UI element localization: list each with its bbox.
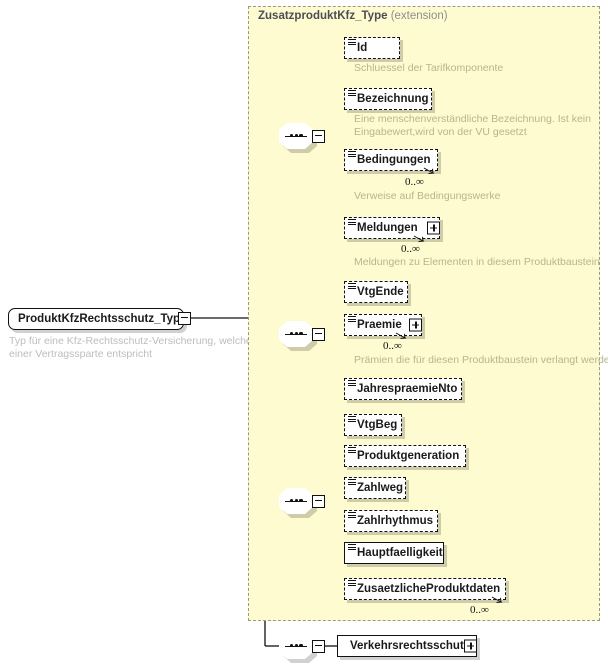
- sequence-collapse-toggle-1[interactable]: [312, 129, 325, 143]
- element-icon: [348, 512, 356, 520]
- element-label: Bezeichnung: [357, 93, 429, 105]
- element-annotation-meldungen: Meldungen zu Elementen in diesem Produkt…: [354, 256, 600, 268]
- element-icon: [348, 479, 356, 487]
- element-label: Produktgeneration: [357, 450, 460, 462]
- extension-type-name: ZusatzproduktKfz_Type: [258, 10, 388, 22]
- element-label: Praemie: [357, 319, 402, 331]
- element-label: Zahlweg: [357, 482, 404, 494]
- sequence-dots-icon: [285, 133, 307, 138]
- sequence-collapse-toggle-2[interactable]: [312, 327, 325, 341]
- element-icon: [348, 219, 356, 227]
- extension-kind-label: (extension): [390, 10, 448, 22]
- element-node-produktgeneration[interactable]: Produktgeneration: [344, 445, 466, 467]
- element-node-praemie[interactable]: Praemie: [344, 314, 423, 339]
- element-icon: [348, 90, 356, 98]
- element-node-vtgende[interactable]: VtgEnde: [344, 281, 408, 303]
- sequence-dots-icon: [285, 643, 307, 648]
- element-node-zahlweg[interactable]: Zahlweg: [344, 477, 406, 499]
- expand-toggle-praemie[interactable]: [409, 318, 423, 332]
- element-node-bezeichnung[interactable]: Bezeichnung: [344, 88, 432, 110]
- element-label: Verkehrsrechtsschutz: [350, 640, 470, 652]
- cardinality-zusaetzlicheproduktdaten: 0..∞: [470, 604, 489, 616]
- element-icon: [348, 39, 356, 47]
- element-annotation-bezeichnung: Eine menschenverständliche Bezeichnung. …: [354, 113, 591, 138]
- element-icon: [348, 283, 356, 291]
- element-annotation-id: Schluessel der Tarifkomponente: [354, 62, 504, 74]
- element-label: VtgBeg: [357, 419, 398, 431]
- expand-toggle-meldungen[interactable]: [427, 221, 441, 235]
- element-icon: [348, 544, 356, 552]
- element-label: ZusaetzlicheProduktdaten: [357, 583, 501, 595]
- element-label: Bedingungen: [357, 154, 431, 166]
- element-label: Hauptfaelligkeit: [357, 547, 443, 559]
- element-icon: [348, 416, 356, 424]
- element-node-zusaetzlicheproduktdaten[interactable]: ZusaetzlicheProduktdaten: [344, 578, 506, 603]
- sequence-dots-icon: [285, 331, 307, 336]
- element-icon: [348, 580, 356, 588]
- repeat-marker-icon: [491, 596, 503, 604]
- element-node-zahlrhythmus[interactable]: Zahlrhythmus: [344, 510, 438, 532]
- element-label: VtgEnde: [357, 286, 404, 298]
- element-node-id[interactable]: Id: [344, 37, 400, 59]
- element-icon: [348, 316, 356, 324]
- element-node-hauptfaelligkeit[interactable]: Hauptfaelligkeit: [344, 542, 444, 564]
- element-label: Id: [357, 42, 368, 54]
- sequence-compositor-4[interactable]: [279, 633, 325, 663]
- sequence-compositor-2[interactable]: [279, 321, 325, 351]
- root-collapse-toggle[interactable]: [178, 311, 191, 325]
- element-annotation-praemie: Prämien die für diesen Produktbaustein v…: [354, 354, 608, 366]
- extension-title: ZusatzproduktKfz_Type (extension): [258, 10, 448, 22]
- root-type-box[interactable]: ProduktKfzRechtsschutz_Type: [8, 308, 187, 330]
- element-node-bedingungen[interactable]: Bedingungen: [344, 149, 438, 174]
- element-node-verkehrsrechtsschutz[interactable]: Verkehrsrechtsschutz: [337, 635, 478, 657]
- sequence-collapse-toggle-4[interactable]: [312, 639, 325, 653]
- element-icon: [348, 447, 356, 455]
- element-label: Zahlrhythmus: [357, 515, 434, 527]
- root-annotation: Typ für eine Kfz-Rechtsschutz-Versicheru…: [9, 335, 258, 360]
- element-label: JahrespraemieNto: [357, 383, 458, 395]
- element-icon: [348, 380, 356, 388]
- cardinality-meldungen: 0..∞: [401, 243, 420, 255]
- element-node-vtgbeg[interactable]: VtgBeg: [344, 414, 402, 436]
- expand-toggle-verkehrsrechtsschutz[interactable]: [464, 639, 478, 653]
- element-annotation-bedingungen: Verweise auf Bedingungswerke: [354, 190, 501, 202]
- element-node-meldungen[interactable]: Meldungen: [344, 217, 441, 242]
- sequence-compositor-1[interactable]: [279, 123, 325, 153]
- cardinality-praemie: 0..∞: [383, 340, 402, 352]
- repeat-marker-icon: [395, 332, 407, 340]
- sequence-collapse-toggle-3[interactable]: [312, 494, 325, 508]
- root-type-label: ProduktKfzRechtsschutz_Type: [18, 313, 187, 325]
- repeat-marker-icon: [423, 167, 435, 175]
- repeat-marker-icon: [413, 235, 425, 243]
- element-icon: [348, 151, 356, 159]
- sequence-compositor-3[interactable]: [279, 488, 325, 518]
- element-node-jahrespraemiento[interactable]: JahrespraemieNto: [344, 378, 462, 400]
- cardinality-bedingungen: 0..∞: [405, 176, 424, 188]
- sequence-dots-icon: [285, 498, 307, 503]
- element-label: Meldungen: [357, 222, 418, 234]
